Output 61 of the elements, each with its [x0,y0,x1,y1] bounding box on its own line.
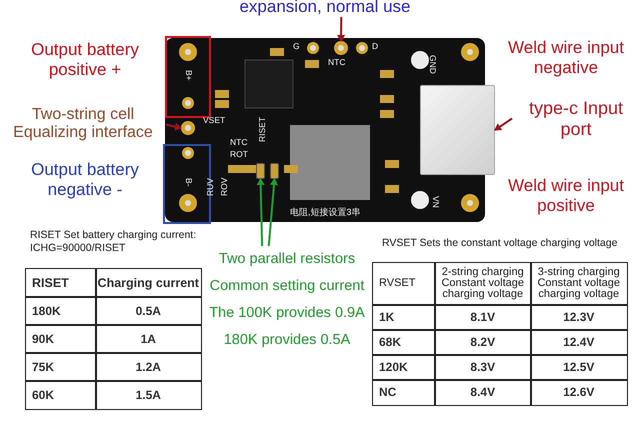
table-cell: 8.3V [434,354,532,380]
silkscreen-text: ROT [230,150,248,160]
note-text: RVSET Sets the constant voltage charging voltage [382,237,618,250]
callout-text: type-c Input port [512,98,640,140]
table-cell: 120K [372,354,436,380]
silkscreen-text: NTC [328,58,346,68]
silkscreen-text: D [372,42,378,52]
resistor [256,163,265,179]
table-cell: 12.4V [530,329,628,356]
callout-line: The 100K provides 0.9A [208,304,366,323]
silkscreen-text: 电阻,短接设置3串 [290,207,361,218]
silkscreen-text: RISET [258,116,268,142]
arrow [268,178,278,246]
silkscreen-text: B- [183,178,193,186]
resistor [270,163,279,179]
silkscreen-text: RUV [206,178,216,196]
table-header-cell: RISET [25,268,96,298]
arrow [256,178,265,246]
silkscreen-text: B+ [183,70,193,81]
table-header-cell: 2-string charging Constant voltage charging voltage [434,262,532,306]
silkscreen-text: VSET [203,116,226,126]
table-cell: 1.2A [95,352,202,382]
silkscreen-text: VN [430,196,440,208]
table-cell: 12.3V [530,304,628,330]
callout-text: Two-string cell Equalizing interface [0,106,166,143]
table-cell: 0.5A [95,296,202,326]
callout-line: Two parallel resistors [218,250,356,269]
table-cell: 75K [25,352,96,382]
callout-text: Weld wire input positive [507,176,625,216]
table-header-cell: 3-string charging Constant voltage charging voltage [530,262,628,306]
table-cell: 1.5A [95,380,202,410]
callout-text: Output battery positive + [30,40,140,80]
table-cell: 8.4V [434,379,532,406]
table-cell: 90K [25,324,96,354]
table-header-cell: Charging current [95,268,202,298]
table-cell: 12.5V [530,354,628,380]
silkscreen-text: NTC [230,138,248,148]
callout-line: 180K provides 0.5A [222,331,352,350]
table-cell: 8.1V [434,304,532,330]
callout-line: Common setting current [208,277,366,296]
table-cell: NC [372,379,436,406]
table-cell: 8.2V [434,329,532,356]
table-cell: 180K [25,296,96,326]
table-cell: 60K [25,380,96,410]
arrow [337,16,346,42]
note-text: RISET Set battery charging current: [30,229,196,242]
table-cell: 12.6V [530,379,628,406]
usb-connector [420,85,495,175]
arrow [494,118,513,131]
table-cell: 1K [372,304,436,330]
note-text: ICHG=90000/RISET [30,242,126,254]
table-header-cell: RVSET [372,262,436,306]
silkscreen-text: GND [427,55,437,74]
callout-text: expansion, normal use [200,0,450,17]
table-cell: 1A [95,324,202,354]
table-cell: 68K [372,329,436,356]
silkscreen-text: G [293,42,300,52]
arrow [166,122,182,131]
callout-text: Weld wire input negative [507,38,625,78]
silkscreen-text: ROV [220,178,230,196]
callout-text: Output battery negative - [30,160,140,200]
